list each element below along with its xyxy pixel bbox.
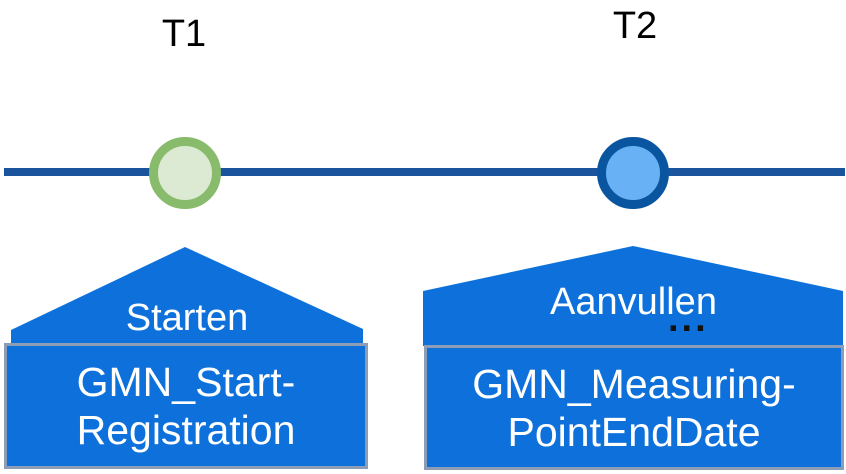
ellipsis-text: ... xyxy=(668,298,709,340)
timeline-axis xyxy=(4,168,845,176)
t1-callout-roof: Starten xyxy=(11,247,363,344)
t2-event-line1: GMN_Measuring- xyxy=(472,360,796,407)
t1-event-line1: GMN_Start- xyxy=(76,359,296,405)
t2-callout-roof: Aanvullen xyxy=(423,246,843,346)
t2-time-label: T2 xyxy=(612,5,658,47)
t1-event-line2: Registration xyxy=(76,407,296,453)
t2-event-line2: PointEndDate xyxy=(507,408,761,455)
t1-event-box: GMN_Start- Registration xyxy=(4,343,368,469)
t1-milestone-circle xyxy=(149,137,221,209)
t1-time-label: T1 xyxy=(161,13,207,55)
t2-milestone-circle xyxy=(597,137,669,209)
t2-event-box: GMN_Measuring- PointEndDate xyxy=(424,345,844,470)
t2-action-label: Aanvullen xyxy=(550,281,717,323)
t1-action-label: Starten xyxy=(125,297,249,339)
